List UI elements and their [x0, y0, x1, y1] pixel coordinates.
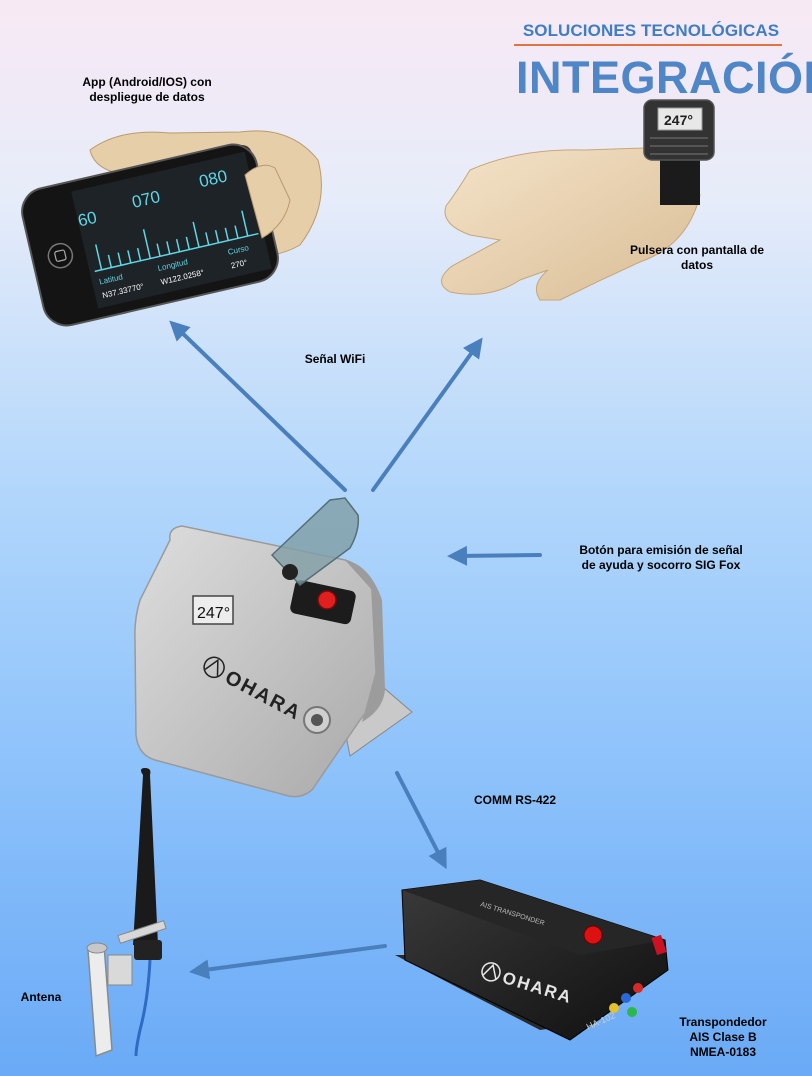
transponder-illustration: AIS TRANSPONDER HA-102 OHARA [395, 879, 669, 1041]
heading-scale [94, 210, 259, 273]
arrow-to-transponder [395, 771, 447, 870]
transponder-red-button [583, 925, 603, 945]
label-bracelet: Pulsera con pantalla de datos [612, 243, 782, 273]
label-bracelet-line1: Pulsera con pantalla de [629, 243, 765, 257]
bracelet-illustration: 247° [441, 99, 715, 301]
heading-left: 60 [76, 208, 99, 231]
label-app-line1: App (Android/IOS) con [82, 75, 212, 89]
arrow-to-antenna [189, 944, 387, 980]
main-box-illustration: 247° OHARA [134, 497, 413, 798]
label-sos-line1: Botón para emisión de señal [579, 543, 743, 557]
label-transponder-line1: Transpondedor [679, 1015, 767, 1029]
label-sos-button: Botón para emisión de señal de ayuda y s… [566, 543, 756, 573]
sos-button [317, 590, 337, 610]
label-app: App (Android/IOS) con despliegue de dato… [52, 75, 242, 105]
arrow-to-box-button [447, 545, 542, 566]
label-transponder-line2: AIS Clase B [689, 1030, 757, 1044]
home-button-icon [47, 242, 74, 269]
label-app-line2: despliegue de datos [89, 90, 205, 104]
arrow-to-phone [169, 320, 347, 492]
label-bracelet-line2: datos [680, 258, 713, 272]
header-title: INTEGRACIÓN [516, 52, 812, 103]
phone-app-illustration: 60 070 080 Lati [21, 130, 322, 327]
header-subtitle: SOLUCIONES TECNOLÓGICAS [522, 21, 780, 40]
box-display-text: 247° [197, 605, 230, 622]
arrow-to-bracelet [371, 337, 483, 492]
box-display [192, 595, 234, 625]
label-sos-line2: de ayuda y socorro SIG Fox [581, 558, 741, 572]
header-divider [514, 44, 782, 46]
label-comm: COMM RS-422 [473, 793, 556, 807]
label-wifi: Señal WiFi [304, 352, 366, 366]
course-value: 270° [230, 258, 248, 270]
bracelet-display: 247° [664, 112, 693, 128]
label-transponder: Transpondedor AIS Clase B NMEA-0183 [668, 1015, 778, 1060]
label-transponder-line3: NMEA-0183 [689, 1045, 757, 1059]
antenna-illustration [86, 768, 167, 1058]
protective-cover [270, 497, 360, 587]
phone-screen [71, 151, 272, 309]
box-body [134, 525, 377, 798]
label-antenna: Antena [20, 990, 62, 1004]
